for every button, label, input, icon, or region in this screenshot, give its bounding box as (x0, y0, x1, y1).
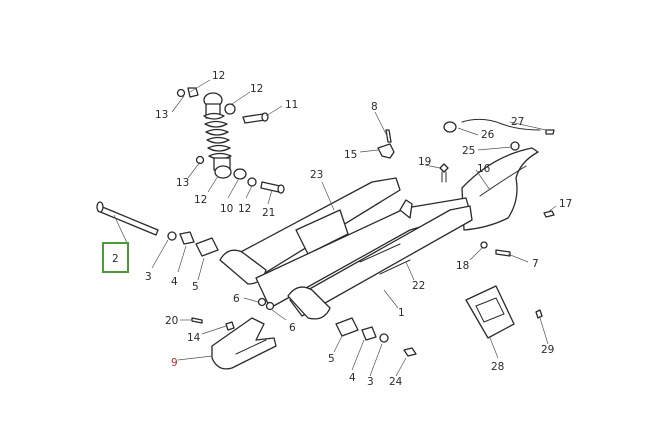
small-screws (191, 241, 511, 324)
callout-11[interactable]: 11 (285, 99, 298, 111)
callout-16[interactable]: 16 (477, 163, 491, 175)
callout-15[interactable]: 15 (344, 149, 357, 161)
highlight-box (102, 242, 129, 273)
callout-12[interactable]: 12 (194, 194, 207, 206)
callout-21[interactable]: 21 (262, 207, 275, 219)
shock-hardware (176, 87, 285, 194)
callout-labels: 12 12 13 11 8 15 19 27 26 25 16 13 23 12… (112, 70, 572, 388)
callout-12[interactable]: 12 (238, 203, 251, 215)
callout-4[interactable]: 4 (171, 276, 178, 288)
axle-spacers-bottom (335, 317, 417, 357)
callout-18[interactable]: 18 (456, 260, 469, 272)
callout-28[interactable]: 28 (491, 361, 504, 373)
callout-1[interactable]: 1 (398, 307, 405, 319)
callout-12[interactable]: 12 (212, 70, 225, 82)
rear-shock-absorber[interactable] (203, 92, 232, 179)
callout-24[interactable]: 24 (389, 376, 403, 388)
callout-5[interactable]: 5 (328, 353, 335, 365)
callout-3[interactable]: 3 (145, 271, 152, 283)
callout-7[interactable]: 7 (532, 258, 539, 270)
axle-spacers-left (167, 231, 219, 257)
callout-12[interactable]: 12 (250, 83, 263, 95)
callout-10[interactable]: 10 (220, 203, 233, 215)
callout-8[interactable]: 8 (371, 101, 378, 113)
swingarm[interactable] (219, 177, 473, 320)
callout-17[interactable]: 17 (559, 198, 572, 210)
callout-19[interactable]: 19 (418, 156, 431, 168)
callout-2[interactable]: 2 (112, 253, 119, 265)
mounting-bracket[interactable] (465, 285, 543, 339)
leader-lines (113, 79, 557, 377)
callout-4[interactable]: 4 (349, 372, 356, 384)
callout-27[interactable]: 27 (511, 116, 524, 128)
chain-guard-hardware (443, 118, 555, 218)
callout-9[interactable]: 9 (171, 357, 178, 369)
callout-20[interactable]: 20 (165, 315, 178, 327)
callout-3[interactable]: 3 (367, 376, 374, 388)
callout-26[interactable]: 26 (481, 129, 495, 141)
swingarm-axle-bolt[interactable] (96, 201, 159, 236)
callout-22[interactable]: 22 (412, 280, 425, 292)
chain-guard[interactable] (461, 147, 539, 231)
bracket-clamp[interactable] (377, 129, 449, 183)
callout-25[interactable]: 25 (462, 145, 475, 157)
callout-13[interactable]: 13 (155, 109, 168, 121)
washers (257, 297, 275, 311)
callout-6[interactable]: 6 (289, 322, 296, 334)
chain-slider[interactable] (211, 317, 277, 370)
callout-23[interactable]: 23 (310, 169, 323, 181)
callout-5[interactable]: 5 (192, 281, 199, 293)
callout-6[interactable]: 6 (233, 293, 240, 305)
callout-14[interactable]: 14 (187, 332, 201, 344)
callout-13[interactable]: 13 (176, 177, 189, 189)
callout-29[interactable]: 29 (541, 344, 554, 356)
